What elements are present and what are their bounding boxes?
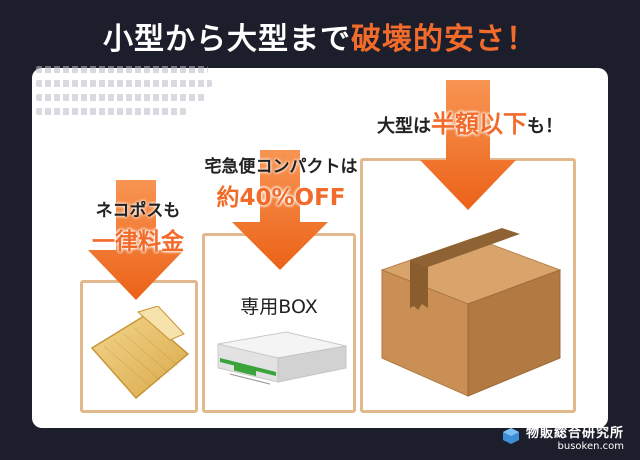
- tier-3-arrow-icon: [420, 80, 516, 210]
- busoken-logo-icon: [502, 428, 519, 444]
- tier-2-arrow-icon: [232, 150, 328, 270]
- tier-3-label: 大型は半額以下も！: [372, 104, 568, 139]
- tier-2-box-label: 専用BOX: [240, 296, 318, 318]
- tier-1-label-line1: ネコポスも: [95, 201, 181, 221]
- tier-3-label-prefix: 大型は: [377, 116, 431, 137]
- tier-1-arrow-icon: [88, 180, 184, 300]
- padded-envelope-icon: [90, 306, 190, 400]
- tier-2-label-line1: 宅急便コンパクトは: [204, 157, 358, 177]
- tier-2-label-line2: 約40%OFF: [216, 185, 346, 211]
- tier-3-label-highlight: 半額以下: [431, 110, 527, 138]
- cardboard-box-icon: [380, 228, 562, 397]
- tier-1-label-line2: 一律料金: [92, 229, 184, 255]
- tier-3-label-suffix: も！: [527, 116, 563, 137]
- headline-prefix: 小型から大型まで: [103, 22, 351, 57]
- brand-logo: 物販総合研究所 busoken.com: [502, 420, 624, 452]
- brand-url: busoken.com: [557, 441, 624, 452]
- blurred-text-overlay: [36, 66, 226, 122]
- white-compact-box-icon: [217, 331, 347, 385]
- headline: 小型から大型まで破壊的安さ！: [0, 14, 640, 58]
- brand-name: 物販総合研究所: [525, 426, 624, 441]
- headline-highlight: 破壊的安さ！: [351, 22, 537, 57]
